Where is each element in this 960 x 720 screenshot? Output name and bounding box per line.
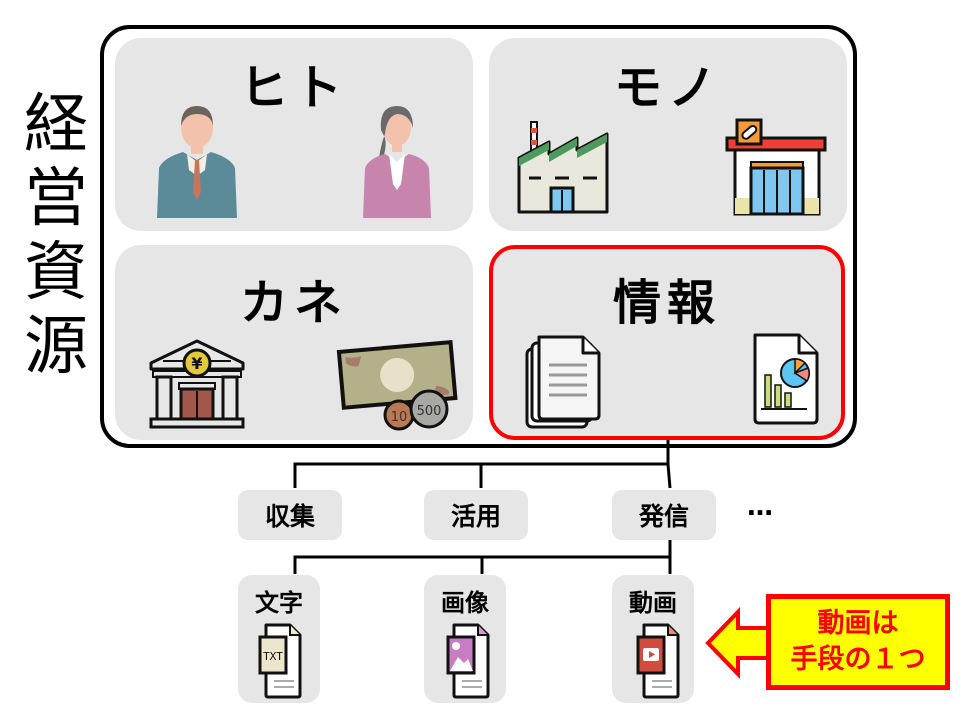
txt-file-icon: TXT [258,623,302,699]
banknote-coins-icon: 10 500 [336,340,458,431]
yen-symbol: ¥ [191,354,202,373]
resource-title: カネ [239,275,348,331]
media-label: 文字 [255,589,303,617]
more-ellipsis: … [747,492,774,522]
vertical-title-management-resources: 経 営 資 源 [18,88,94,384]
media-card-video: 動画 [612,575,694,703]
resource-title: ヒト [239,60,348,116]
use-collect: 収集 [238,490,342,540]
report-chart-icon [753,333,819,425]
media-label: 動画 [629,589,677,617]
title-char: 経 [24,88,88,162]
callout-arrow-icon [705,607,770,679]
resource-card-joho-highlighted: 情報 [489,245,845,440]
resource-card-mono: モノ [489,38,847,231]
resource-title: モノ [613,60,722,116]
factory-icon [517,121,609,214]
coin-10-label: 10 [391,410,408,425]
callout-video-is-one-means: 動画は 手段の１つ [766,594,950,690]
use-label: 活用 [450,502,501,531]
resource-title: 情報 [612,275,721,331]
media-card-image: 画像 [424,575,506,703]
resource-card-kane: カネ ¥ 10 500 [115,245,473,440]
use-label: 発信 [638,502,689,531]
video-file-icon [636,623,680,699]
image-file-icon [446,623,490,699]
bank-icon: ¥ [149,339,245,429]
pharmacy-store-icon [725,118,827,216]
callout-line-2: 手段の１つ [790,644,926,675]
title-char: 資 [24,236,88,310]
businessman-icon [157,106,237,218]
title-char: 営 [24,162,88,236]
title-char: 源 [24,310,88,384]
coin-500-label: 500 [417,404,442,419]
callout-line-1: 動画は [817,608,899,639]
businesswoman-icon [363,106,431,218]
use-dispatch: 発信 [612,490,716,540]
documents-icon [525,335,601,429]
txt-label: TXT [263,650,283,663]
use-label: 収集 [264,502,315,531]
use-utilize: 活用 [424,490,528,540]
media-label: 画像 [441,589,489,617]
resource-card-hito: ヒト [115,38,473,231]
media-card-text: 文字 TXT [238,575,320,703]
